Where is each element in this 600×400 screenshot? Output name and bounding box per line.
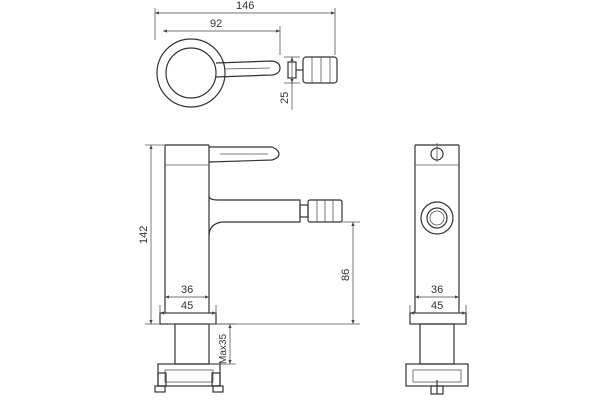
dim-height: 142 [138, 226, 150, 244]
dim-spout-height: 86 [340, 269, 352, 281]
dim-base-diameter-side: 45 [431, 300, 443, 312]
dim-spout-offset: 25 [279, 92, 291, 104]
front-view: 142 86 36 45 Max35 [138, 144, 360, 393]
dim-max-deck-thickness: Max35 [218, 334, 229, 364]
dim-body-diameter-front: 36 [181, 284, 193, 296]
top-view: 146 92 25 [154, 0, 338, 110]
dim-base-diameter-front: 45 [181, 300, 193, 312]
dim-overall-width: 146 [236, 0, 254, 12]
side-view: 36 45 [405, 143, 469, 395]
dim-body-diameter-side: 36 [431, 284, 443, 296]
dim-lever-length: 92 [210, 18, 222, 30]
